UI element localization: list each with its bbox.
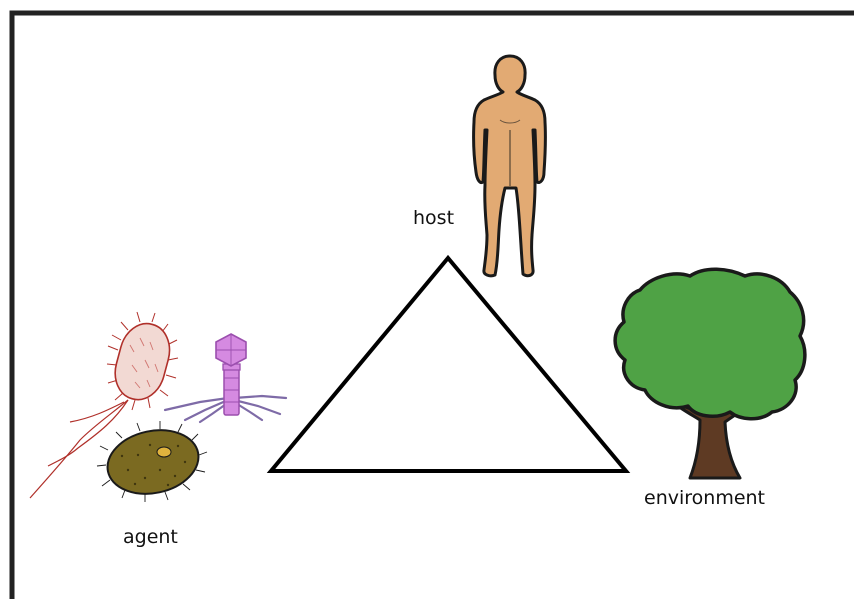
tree-icon — [615, 269, 805, 478]
oval-bacterium-icon — [97, 421, 207, 502]
human-figure-icon — [474, 56, 546, 276]
host-label: host — [413, 207, 454, 229]
environment-label: environment — [644, 487, 765, 509]
triangle — [271, 258, 626, 471]
bacteriophage-icon — [165, 334, 286, 422]
agent-label: agent — [123, 526, 178, 548]
